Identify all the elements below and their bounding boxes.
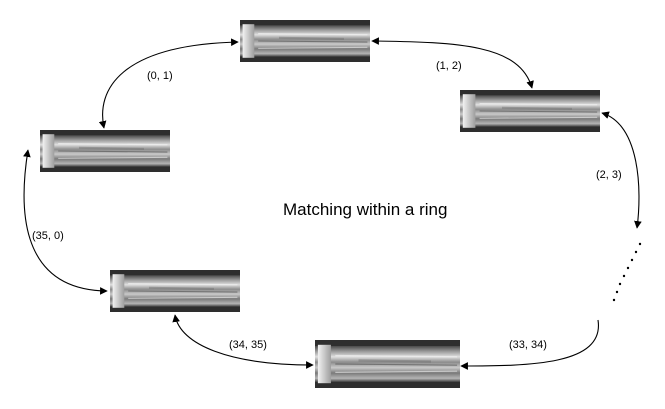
edge-label-2-3: (2, 3) [596,169,622,181]
edge-arrow-33-34 [460,319,599,370]
image-node-34 [313,338,462,390]
edge-arrow-2-3 [601,111,642,229]
edge-arrow-1-2 [371,37,534,89]
edge-arrow-35-0 [23,149,108,295]
image-node-0 [38,128,172,174]
ellipsis-dots [612,242,642,302]
edge-label-0-1: (0, 1) [147,70,173,82]
edge-arrow-0-1 [98,38,239,129]
edge-label-35-0: (35, 0) [32,230,64,242]
edge-label-34-35: (34, 35) [229,339,267,351]
image-node-35 [108,268,242,314]
edge-arrow-34-35 [172,314,314,369]
image-node-1 [238,18,372,64]
diagram-title: Matching within a ring [283,200,447,219]
edge-label-33-34: (33, 34) [509,339,547,351]
edge-label-1-2: (1, 2) [436,60,462,72]
image-node-2 [458,88,602,134]
